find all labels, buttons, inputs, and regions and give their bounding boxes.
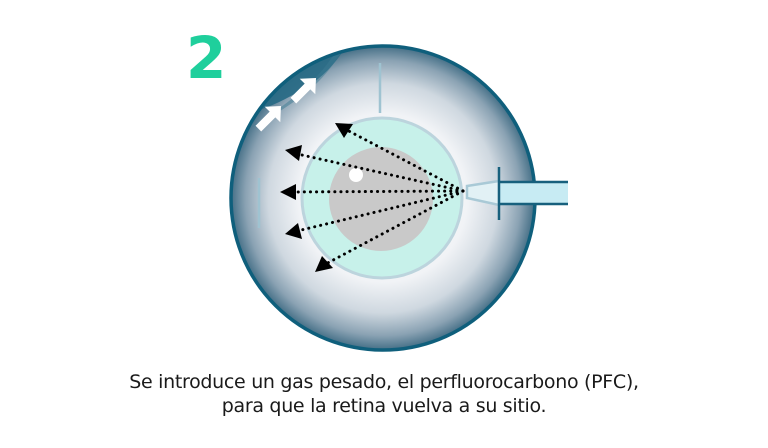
needle-icon — [465, 167, 568, 220]
bubble-highlight — [349, 168, 363, 182]
caption-line-1: Se introduce un gas pesado, el perfluoro… — [129, 371, 639, 393]
caption-line-2: para que la retina vuelva a su sitio. — [221, 395, 547, 417]
push-arrows-icon — [255, 78, 316, 132]
step-number: 2 — [186, 24, 227, 92]
caption: Se introduce un gas pesado, el perfluoro… — [0, 370, 768, 418]
spray-arrowheads — [280, 123, 353, 272]
spray-arrows-icon — [287, 126, 465, 268]
pfc-bubble — [329, 147, 433, 251]
